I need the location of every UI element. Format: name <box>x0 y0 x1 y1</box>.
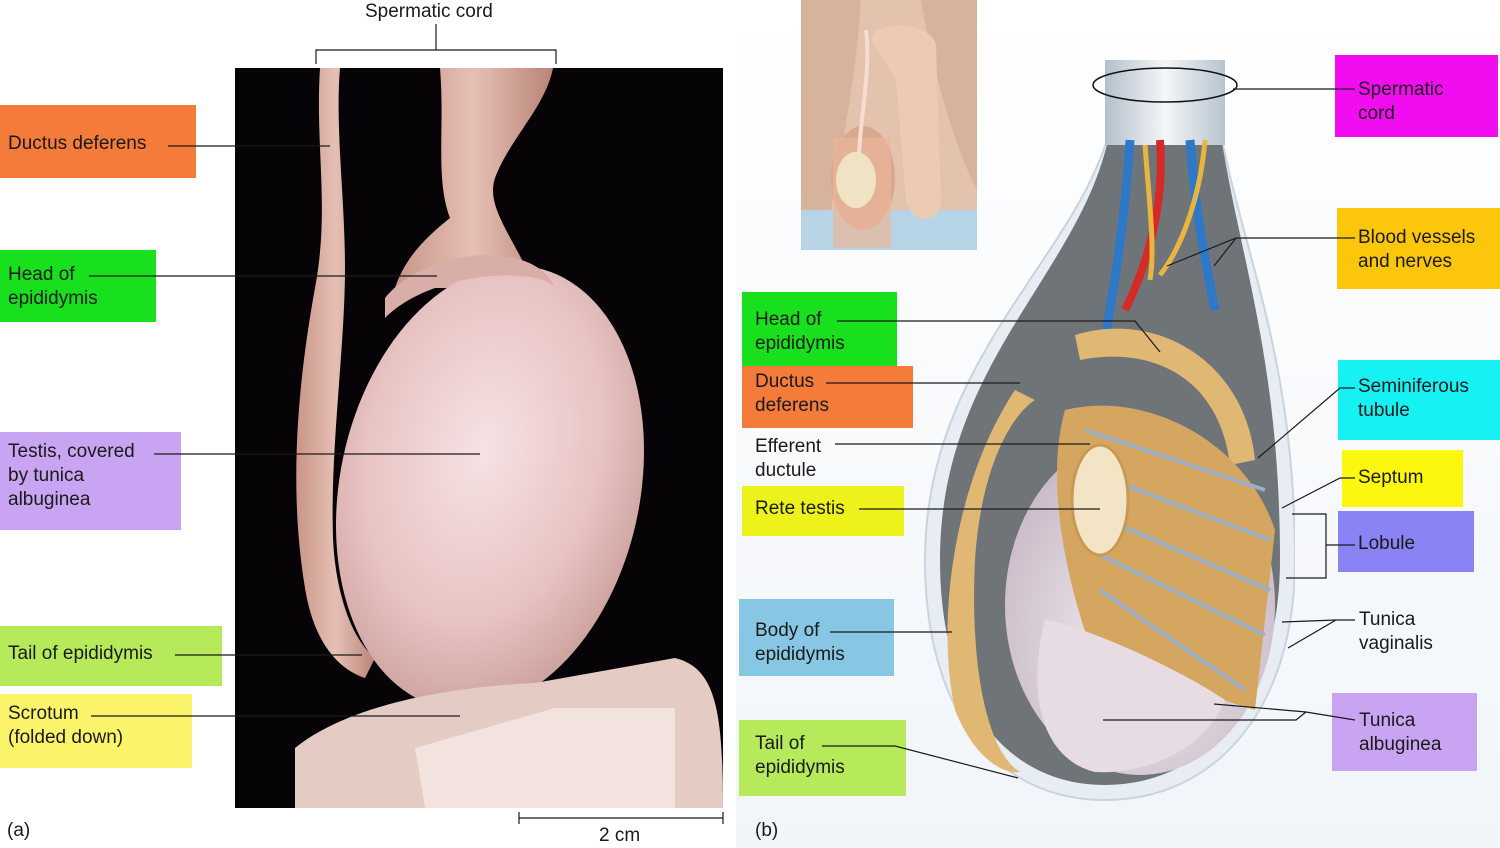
testis-illustration <box>923 60 1295 802</box>
label-b-lobule: Lobule <box>1338 511 1474 572</box>
scale-bar-label: 2 cm <box>599 825 641 846</box>
label-a-spermatic-cord: Spermatic cord <box>365 1 493 22</box>
photo-specimen <box>235 68 723 808</box>
label-a-tail-of-epididymis: Tail of epididymis <box>0 626 222 686</box>
label-a-ductus-deferens: Ductus deferens <box>0 105 196 178</box>
panel-b-tag: (b) <box>755 820 779 841</box>
inset-body-location <box>801 0 977 250</box>
label-b-rete-testis: Rete testis <box>742 486 904 536</box>
panel-a-tag: (a) <box>7 820 31 841</box>
label-b-septum: Septum <box>1342 450 1463 507</box>
label-a-scrotum: Scrotum(folded down) <box>0 694 192 768</box>
